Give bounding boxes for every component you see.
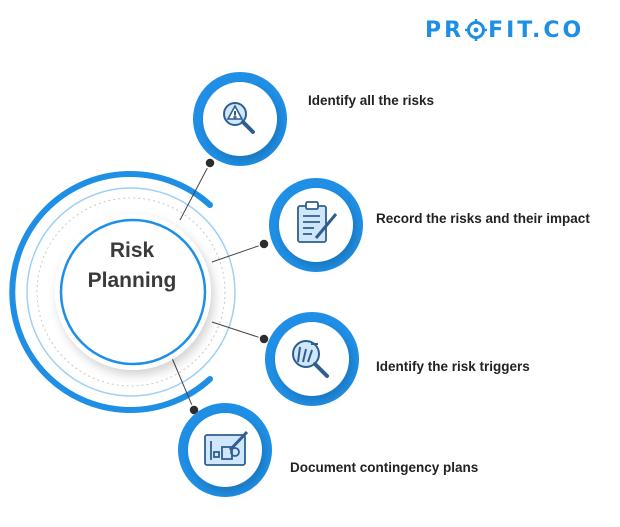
outer-arc-ring [9, 171, 213, 413]
blueprint-pen-icon [204, 430, 249, 466]
step-4-label: Document contingency plans [290, 460, 479, 475]
center-title-line-1: Risk [109, 239, 155, 262]
brand-logo-prefix: PR [425, 17, 465, 43]
target-o-icon [465, 19, 488, 41]
inner-thin-ring [26, 187, 236, 397]
step-3-label: Identify the risk triggers [376, 359, 530, 374]
center-title: Risk Planning [58, 236, 206, 296]
brand-logo-suffix: FIT.CO [488, 17, 585, 43]
target-magnifier-icon [292, 340, 329, 378]
warning-magnifier-icon [223, 102, 255, 134]
center-circle-ring [59, 218, 207, 366]
step-1-node [193, 72, 287, 166]
connector-lines [171, 162, 265, 411]
step-1-label: Identify all the risks [308, 93, 435, 108]
clipboard-pen-icon [297, 201, 338, 243]
dotted-halo-ring [36, 197, 226, 387]
brand-logo: PR FIT.CO [425, 14, 584, 46]
center-circle [55, 214, 211, 370]
connector-dots [188, 157, 270, 416]
step-4-node [178, 403, 272, 497]
step-2-node [269, 178, 363, 272]
center-title-line-2: Planning [87, 269, 177, 292]
step-2-label: Record the risks and their impact [376, 211, 590, 226]
step-3-node [265, 312, 359, 406]
